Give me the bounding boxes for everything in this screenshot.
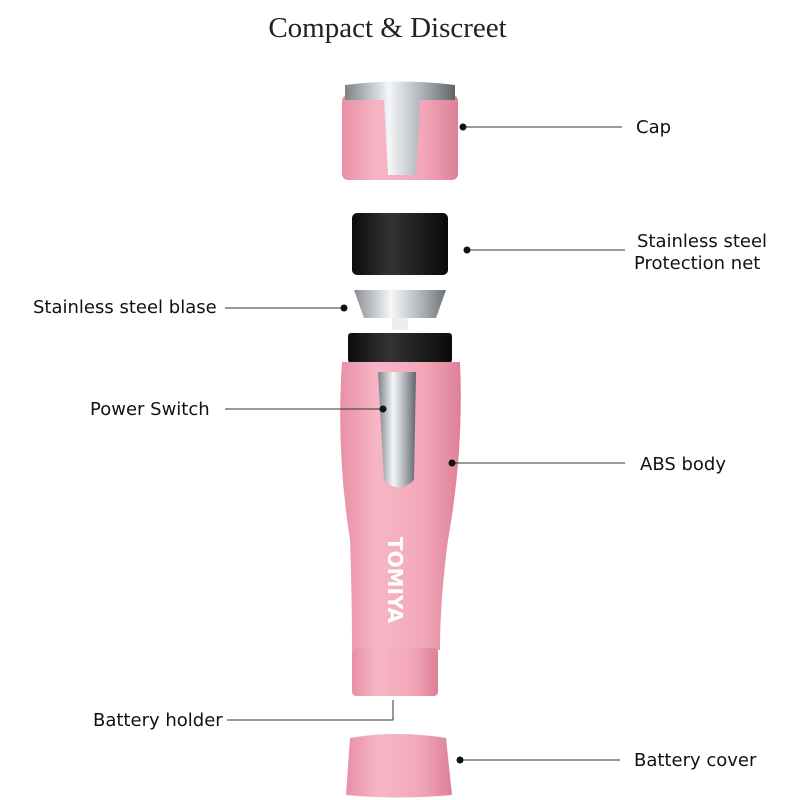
label-blade: Stainless steel blase bbox=[33, 297, 217, 318]
battery-cover-part bbox=[346, 734, 452, 798]
label-body: ABS body bbox=[640, 454, 727, 475]
brand-logo: TOMIYA bbox=[383, 537, 407, 624]
label-power-switch: Power Switch bbox=[90, 399, 210, 420]
label-battery-holder: Battery holder bbox=[93, 710, 223, 731]
label-protection-net-1: Stainless steel bbox=[637, 231, 768, 252]
label-protection-net-2: Protection net bbox=[634, 253, 761, 274]
cap-part bbox=[342, 81, 458, 180]
protection-net-part bbox=[352, 213, 448, 275]
blade-part bbox=[354, 290, 446, 330]
body-part: TOMIYA bbox=[340, 333, 461, 696]
label-cap: Cap bbox=[636, 117, 672, 138]
page-title: Compact & Discreet bbox=[268, 12, 507, 44]
label-battery-cover: Battery cover bbox=[634, 750, 757, 771]
